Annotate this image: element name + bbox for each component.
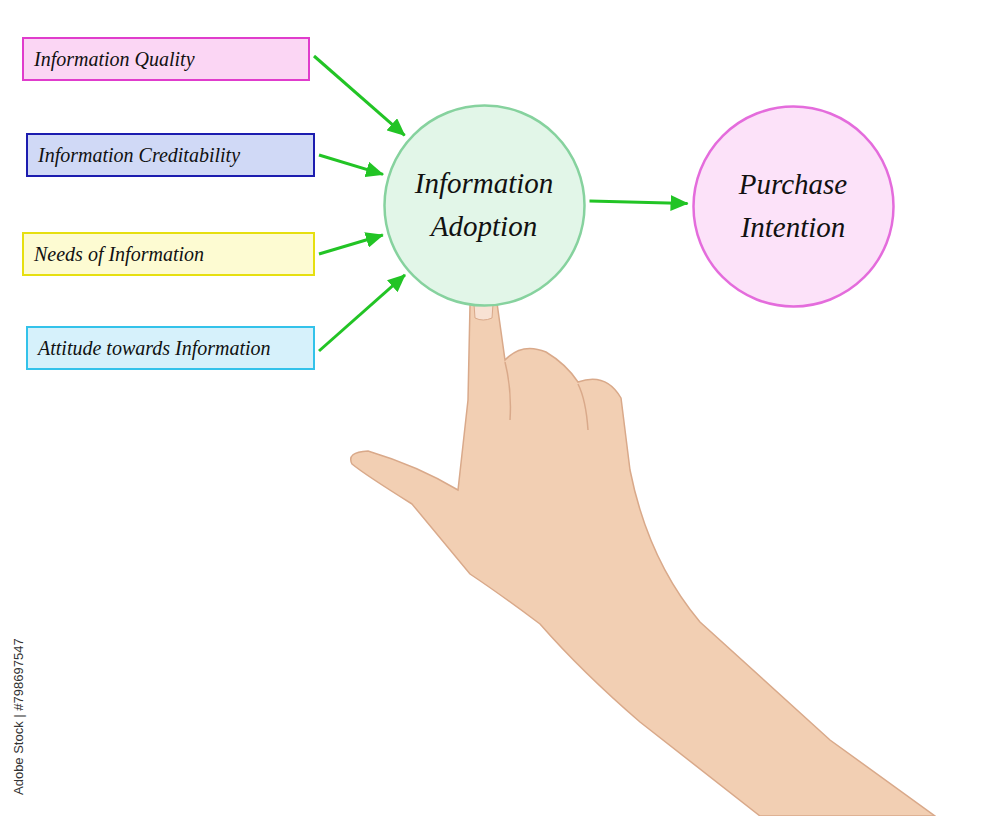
concept-circle: Information Adoption	[383, 104, 586, 307]
arrow-connector	[590, 201, 688, 203]
circle-shape	[693, 106, 893, 306]
concept-label: Purchase Intention	[711, 163, 876, 250]
circle-shape	[384, 105, 584, 305]
arrow-connector	[319, 275, 405, 351]
circle-outline	[692, 105, 895, 308]
watermark-text: Adobe Stock | #798697547	[11, 638, 26, 795]
factor-box: Information Creditability	[26, 133, 315, 177]
factor-label: Attitude towards Information	[38, 337, 271, 360]
factor-label: Information Creditability	[38, 144, 240, 167]
factor-box: Information Quality	[22, 37, 310, 81]
knuckle-line	[505, 362, 510, 420]
factor-label: Information Quality	[34, 48, 195, 71]
concept-label: Information Adoption	[402, 162, 567, 249]
arrow-connector	[319, 235, 383, 254]
arrow-connector	[319, 155, 383, 174]
concept-circle: Purchase Intention	[692, 105, 895, 308]
hand-arm	[351, 295, 935, 816]
circle-outline	[383, 104, 586, 307]
factor-label: Needs of Information	[34, 243, 204, 266]
knuckle-line	[578, 384, 588, 430]
factor-box: Attitude towards Information	[26, 326, 315, 370]
arrow-connector	[314, 56, 405, 135]
factor-box: Needs of Information	[22, 232, 315, 276]
